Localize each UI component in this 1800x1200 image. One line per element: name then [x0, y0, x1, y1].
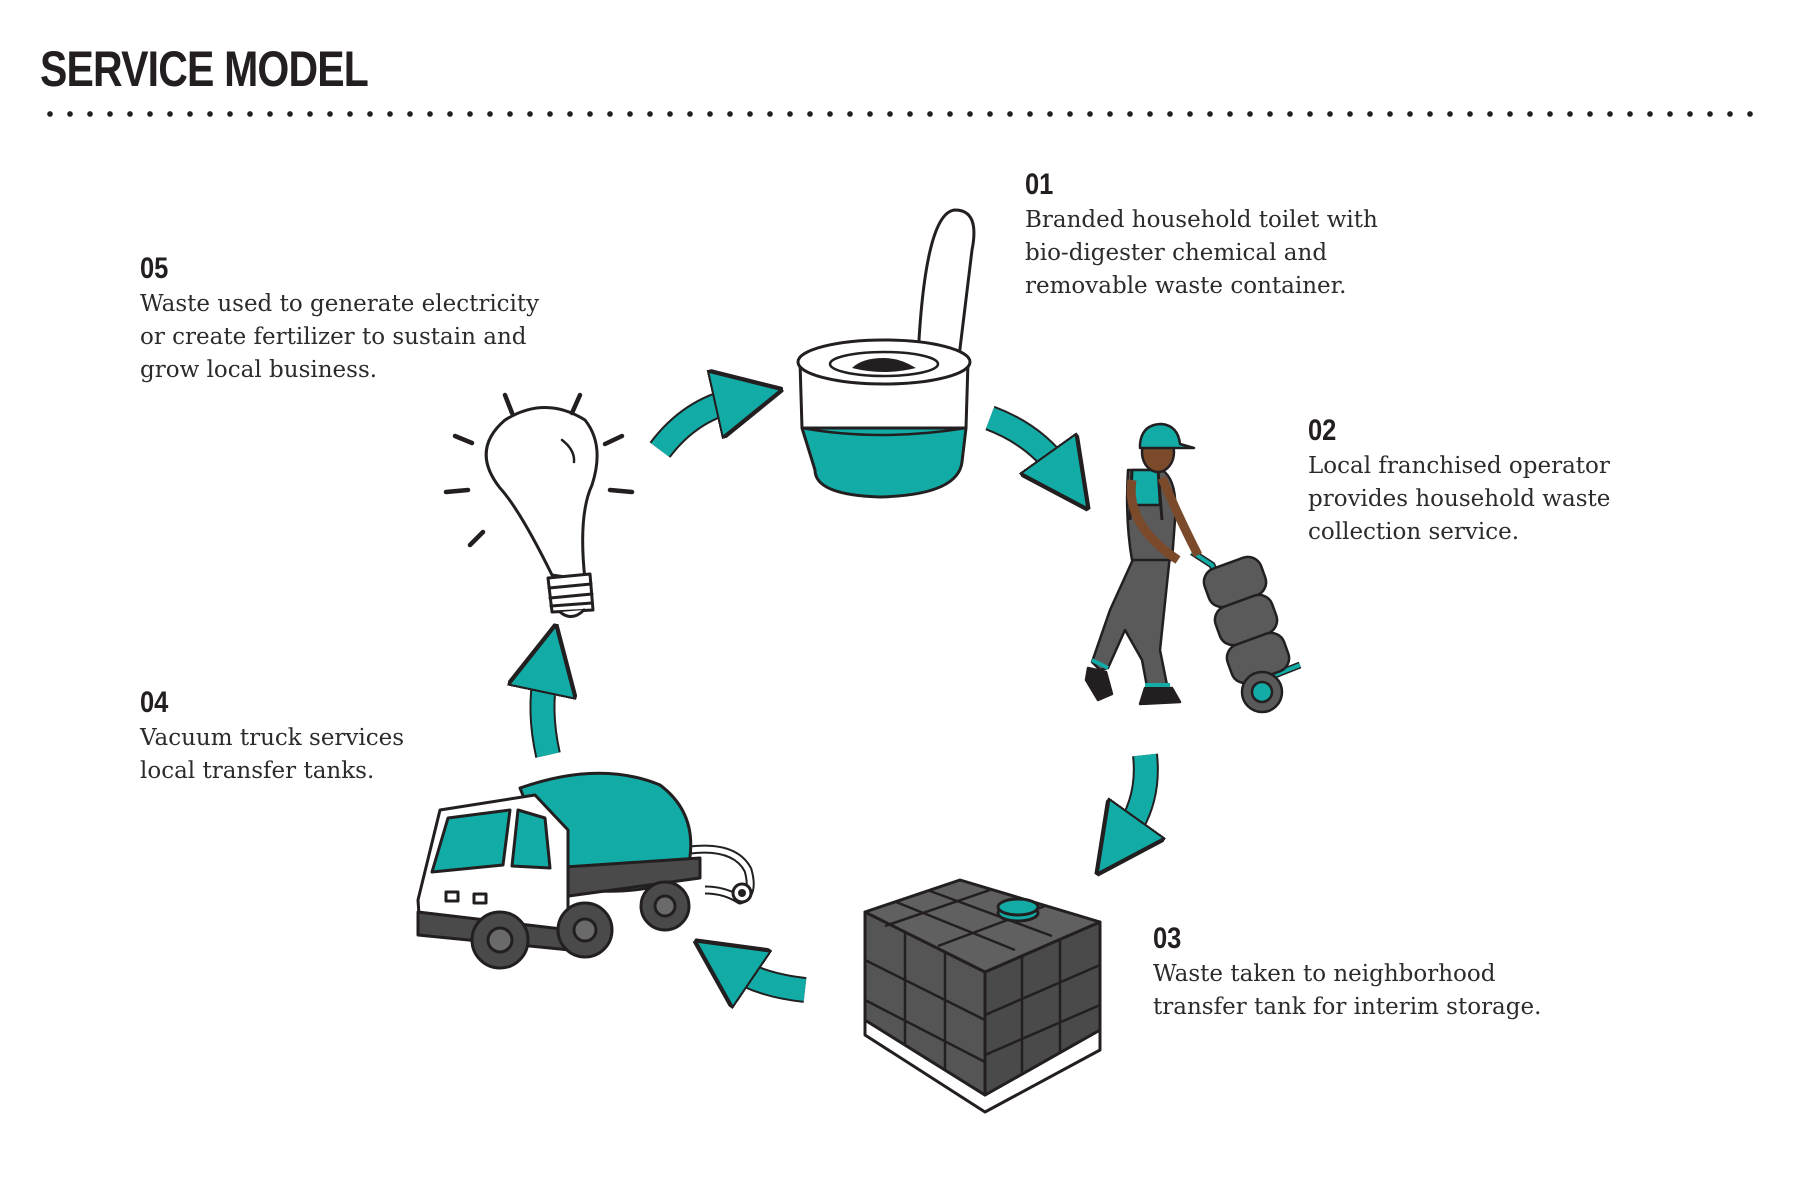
arrow-04-to-05 — [542, 672, 548, 758]
step-05: 05 Waste used to generate electricity or… — [140, 252, 539, 387]
step-description: Local franchised operator provides house… — [1308, 453, 1611, 545]
arrow-03-to-04 — [735, 968, 807, 990]
step-number: 01 — [1025, 168, 1054, 201]
operator-with-hand-truck-icon — [1084, 422, 1302, 714]
step-description: Waste taken to neighborhood transfer tan… — [1153, 961, 1542, 1020]
step-description: Vacuum truck services local transfer tan… — [140, 725, 405, 784]
arrow-05-to-01 — [649, 400, 735, 459]
step-description: Waste used to generate electricity or cr… — [140, 291, 540, 383]
step-number: 04 — [140, 686, 169, 719]
step-04: 04 Vacuum truck services local transfer … — [140, 686, 404, 788]
step-number: 02 — [1308, 414, 1337, 447]
toilet-icon — [796, 208, 976, 499]
dotted-divider — [40, 110, 1760, 118]
arrow-01-to-02 — [985, 405, 1060, 470]
step-description: Branded household toilet with bio-digest… — [1025, 207, 1378, 299]
page-title: SERVICE MODEL — [40, 41, 369, 97]
step-02: 02 Local franchised operator provides ho… — [1308, 414, 1610, 549]
step-number: 05 — [140, 252, 169, 285]
cycle-arrows — [542, 400, 1145, 990]
light-bulb-icon — [443, 392, 635, 618]
step-01: 01 Branded household toilet with bio-dig… — [1025, 168, 1378, 303]
arrow-02-to-03 — [1125, 753, 1146, 835]
vacuum-truck-icon — [416, 771, 755, 970]
step-03: 03 Waste taken to neighborhood transfer … — [1153, 922, 1541, 1024]
step-number: 03 — [1153, 922, 1182, 955]
transfer-tank-icon — [863, 878, 1102, 1114]
